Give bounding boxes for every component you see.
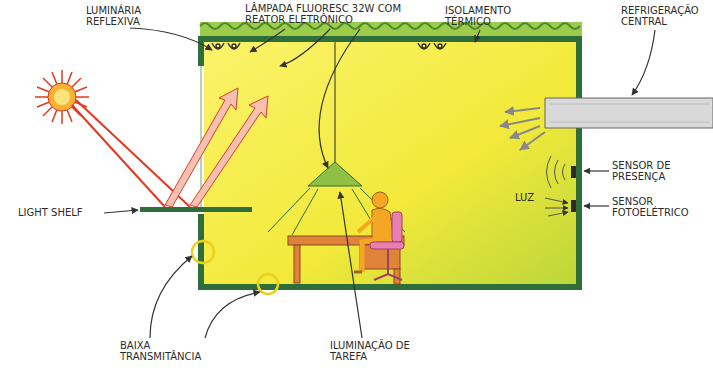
callout-label: BAIXA TRANSMITÂNCIA [120,340,232,362]
left-wall-lower [198,214,204,290]
callout-label: ILUMINAÇÃO DE TAREFA [330,340,434,362]
low-transmittance-mark [192,241,214,263]
presence-sensor [547,156,577,188]
callout-label: ISOLAMENTO TÉRMICO [445,5,527,27]
leader-lines [104,28,655,338]
photoelectric-sensor [545,198,576,216]
left-wall-upper [198,36,204,66]
chair [370,212,404,280]
reflective-luminaire [212,43,446,49]
room-interior [204,41,576,284]
callout-label: SENSOR DE PRESENÇA [612,160,698,182]
desk [288,236,404,284]
right-wall [576,36,582,290]
callout-label: LUZ [515,192,545,203]
light-shelf [140,207,252,212]
sun-rays [72,88,268,207]
window-glass [201,66,202,207]
callout-label: LIGHT SHELF [18,207,108,218]
callout-label: SENSOR FOTOELÉTRICO [612,196,710,218]
floor [198,284,582,290]
callout-label: LUMINÁRIA REFLEXIVA [86,5,158,27]
task-lamp [268,42,405,235]
ceiling-wall [198,36,582,42]
low-transmittance-mark [258,274,278,294]
callout-label: LÂMPADA FLUORESC 32W COM REATOR ELETRÔNI… [245,3,423,25]
cooling-duct [500,98,713,150]
callout-label: REFRIGERAÇÃO CENTRAL [621,5,713,27]
